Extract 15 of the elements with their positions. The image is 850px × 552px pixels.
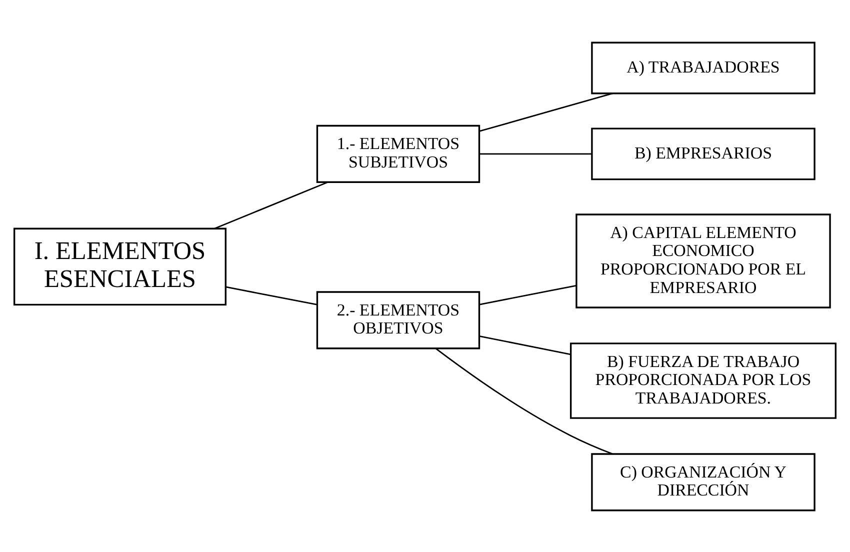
node-box: B) FUERZA DE TRABAJO PROPORCIONADA POR LOS TRABAJADORES. bbox=[570, 342, 837, 418]
connector bbox=[436, 348, 613, 454]
node-box: A) TRABAJADORES bbox=[591, 41, 816, 94]
connector bbox=[479, 284, 576, 305]
node-box: B) EMPRESARIOS bbox=[591, 127, 816, 180]
node-box: I. ELEMENTOS ESENCIALES bbox=[13, 227, 226, 306]
connector bbox=[479, 92, 613, 132]
connector bbox=[479, 334, 571, 355]
node-box: C) ORGANIZACIÓN Y DIRECCIÓN bbox=[591, 452, 816, 511]
node-box: 2.- ELEMENTOS OBJETIVOS bbox=[316, 290, 480, 349]
connector bbox=[226, 286, 317, 305]
connector bbox=[214, 181, 328, 229]
connector bbox=[479, 152, 592, 154]
node-box: A) CAPITAL ELEMENTO ECONOMICO PROPORCIONADO POR EL EMPRESARIO bbox=[576, 213, 831, 308]
node-box: 1.- ELEMENTOS SUBJETIVOS bbox=[316, 124, 480, 182]
